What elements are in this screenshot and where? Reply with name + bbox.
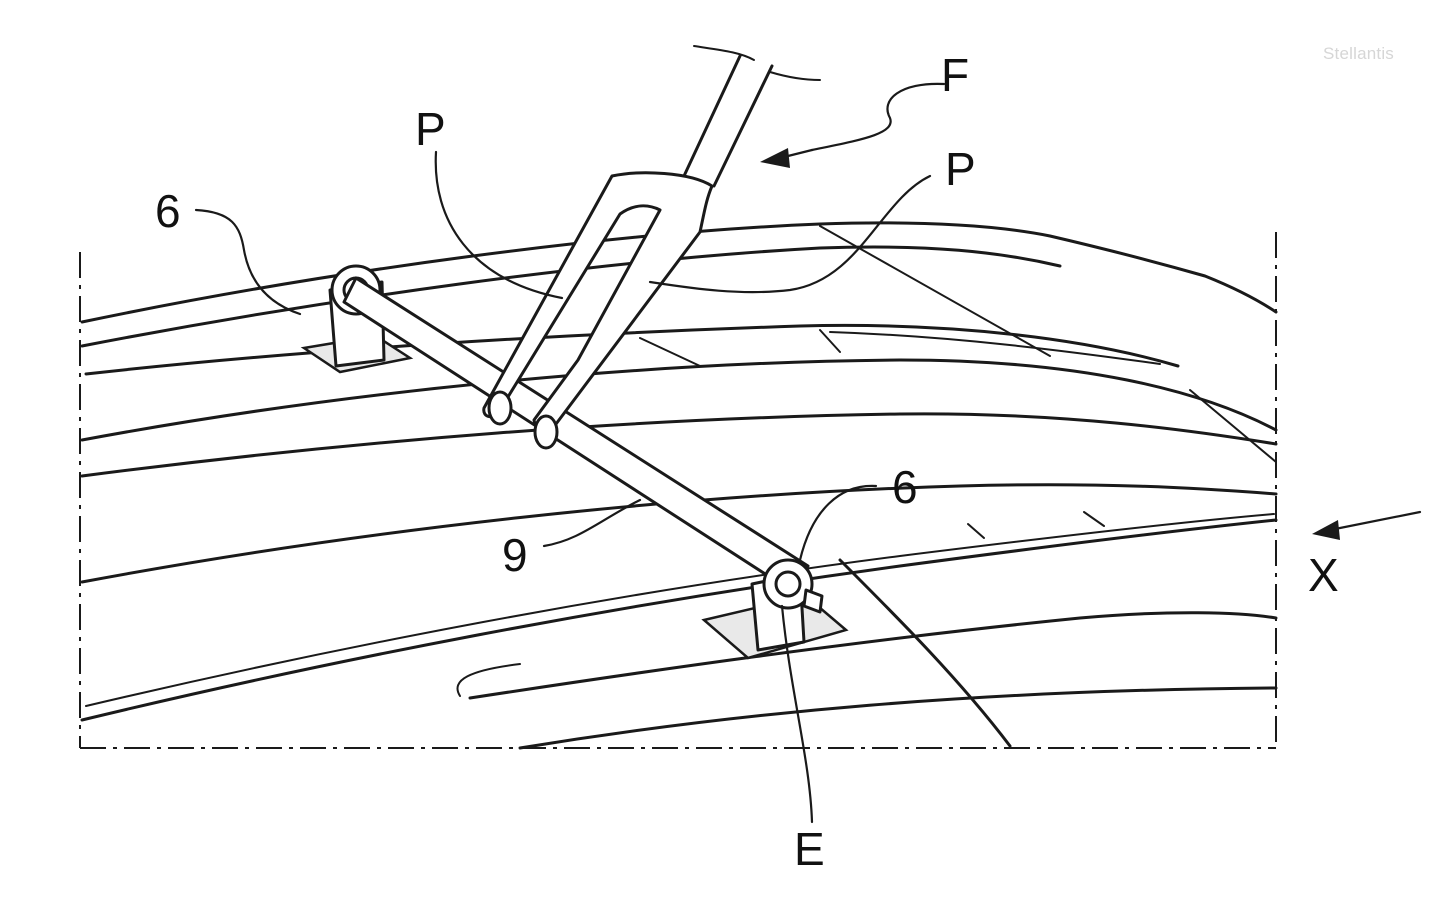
direction-arrows [760,148,1422,540]
fork-tool [482,45,821,450]
label-prong-left: P [415,103,446,155]
label-fork: F [941,49,970,101]
label-bar: 9 [502,529,528,581]
label-bracket-left: 6 [155,185,181,237]
label-prong-right: P [945,143,976,195]
label-bracket-right: 6 [892,461,918,513]
vehicle-roof-lines [80,221,1278,750]
bracket-right [701,558,849,660]
transverse-bar [342,276,810,592]
figure-frame [79,232,1277,749]
label-end: E [794,823,825,875]
label-view-direction: X [1308,549,1339,601]
leader-lines [194,82,946,824]
watermark-text: Stellantis [1323,44,1394,63]
